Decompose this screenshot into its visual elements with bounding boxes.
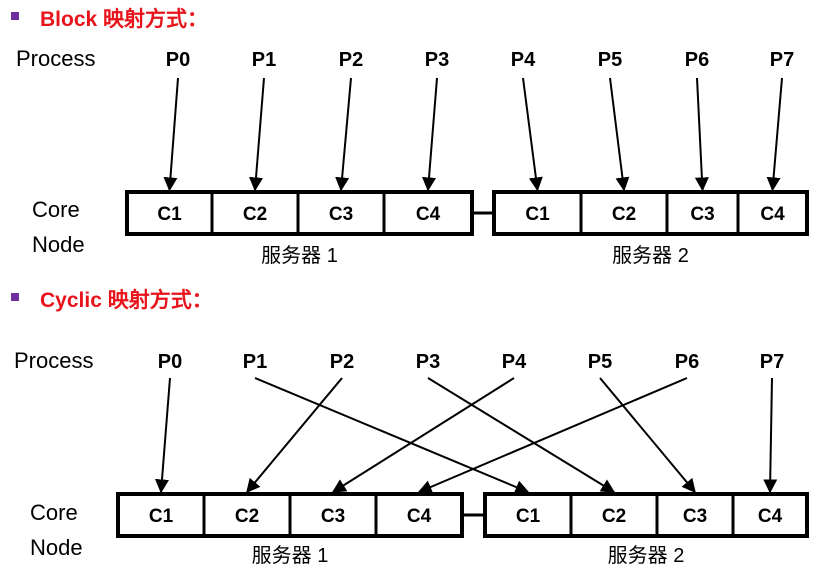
block-bullet-icon (11, 12, 19, 20)
arrow-p2-to-core (246, 377, 343, 494)
server-1-node: C1 C2 C3 C4 服务器 1 (125, 190, 474, 267)
server-1-core-c1: C1 (149, 506, 174, 527)
server-1-node: C1 C2 C3 C4 服务器 1 (116, 492, 464, 567)
arrow-p6-to-core (417, 377, 688, 494)
cyclic-bullet-icon (11, 293, 19, 301)
arrow-p6-to-core (694, 77, 709, 192)
server-1-label: 服务器 1 (252, 544, 329, 567)
block-process-row-label: Process (16, 46, 95, 71)
arrow-p7-to-core (763, 377, 778, 494)
process-label-p3: P3 (416, 351, 440, 373)
cyclic-process-row-label: Process (14, 348, 93, 373)
arrow-p4-to-core (522, 77, 543, 192)
process-label-p6: P6 (685, 49, 709, 71)
server-2-core-c1: C1 (525, 204, 550, 225)
server-2-core-c1: C1 (516, 506, 541, 527)
server-1-core-c1: C1 (157, 204, 182, 225)
arrow-p1-to-core (249, 77, 265, 192)
server-2-core-c4: C4 (760, 204, 785, 225)
server-2-box (492, 190, 809, 236)
process-label-p7: P7 (760, 351, 784, 373)
arrow-p0-to-core (155, 377, 171, 494)
server-2-node: C1 C2 C3 C4 服务器 2 (492, 190, 809, 267)
cyclic-node-label: Node (30, 535, 83, 560)
server-1-label: 服务器 1 (261, 244, 338, 267)
server-2-core-c3: C3 (690, 204, 714, 225)
process-label-p1: P1 (243, 351, 267, 373)
process-label-p4: P4 (511, 49, 536, 71)
arrow-p3-to-core (427, 377, 616, 493)
cyclic-core-label: Core (30, 500, 78, 525)
block-core-label: Core (32, 197, 80, 222)
process-label-p0: P0 (166, 49, 190, 71)
process-label-p5: P5 (588, 351, 612, 373)
server-2-core-c4: C4 (758, 506, 783, 527)
arrow-p0-to-core (163, 77, 179, 192)
arrow-p1-to-core (254, 377, 530, 494)
process-label-p5: P5 (598, 49, 622, 71)
server-1-core-c4: C4 (407, 506, 432, 527)
server-2-core-c2: C2 (612, 204, 636, 225)
server-2-node: C1 C2 C3 C4 服务器 2 (483, 492, 809, 567)
process-label-p2: P2 (330, 351, 354, 373)
server-2-label: 服务器 2 (612, 244, 689, 267)
process-label-p4: P4 (502, 351, 527, 373)
server-1-core-c3: C3 (321, 506, 345, 527)
arrow-p4-to-core (331, 377, 515, 493)
process-label-p0: P0 (158, 351, 182, 373)
server-1-core-c2: C2 (235, 506, 259, 527)
server-1-core-c3: C3 (329, 204, 353, 225)
cyclic-section-title: Cyclic 映射方式： (40, 288, 213, 312)
process-label-p6: P6 (675, 351, 699, 373)
process-label-p7: P7 (770, 49, 794, 71)
server-1-core-c4: C4 (416, 204, 441, 225)
arrow-p2-to-core (335, 77, 352, 192)
process-label-p2: P2 (339, 49, 363, 71)
cyclic-section: Cyclic 映射方式： Process Core Node P0 P1 P2 P3 P… (11, 288, 809, 567)
server-1-core-c2: C2 (243, 204, 267, 225)
block-node-label: Node (32, 232, 85, 257)
arrow-p7-to-core (766, 77, 783, 192)
arrow-p5-to-core (599, 377, 696, 494)
process-label-p1: P1 (252, 49, 276, 71)
server-2-core-c3: C3 (683, 506, 707, 527)
process-label-p3: P3 (425, 49, 449, 71)
block-section: Block 映射方式： Process Core Node P0 P1 P2 P3 P4… (11, 7, 809, 267)
server-2-core-c2: C2 (602, 506, 626, 527)
arrow-p5-to-core (609, 77, 630, 192)
block-section-title: Block 映射方式： (40, 7, 208, 31)
arrow-p3-to-core (422, 77, 438, 192)
server-2-label: 服务器 2 (608, 544, 685, 567)
